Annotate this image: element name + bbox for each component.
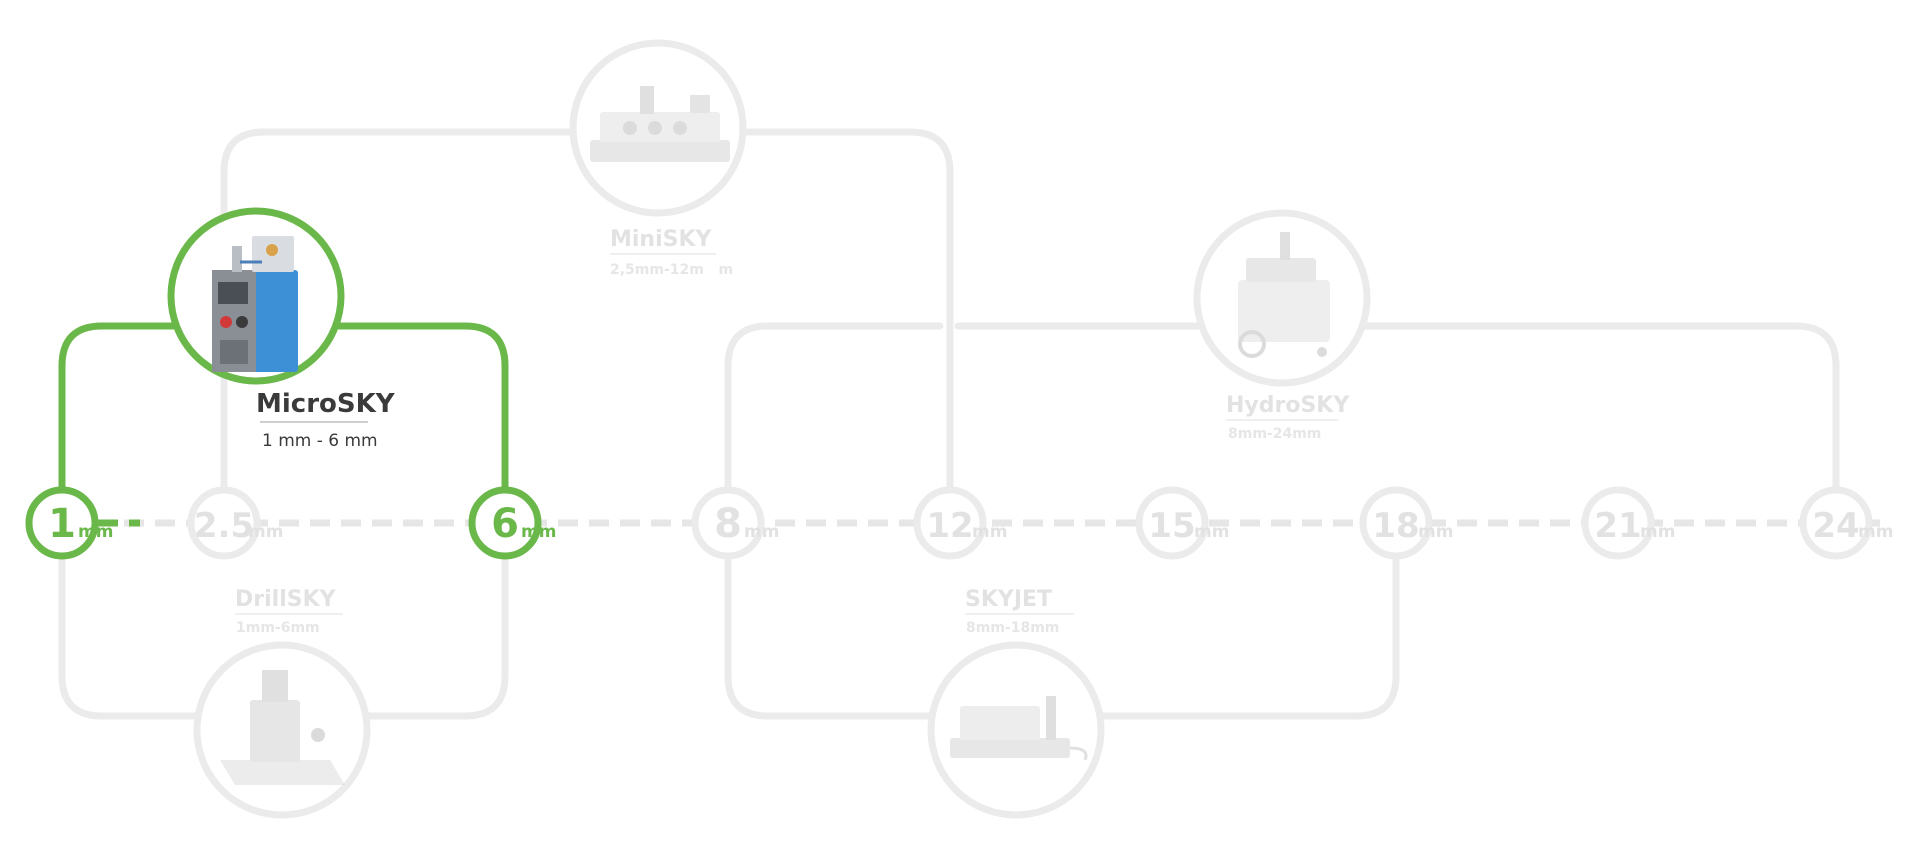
minisky-machine-icon (590, 86, 730, 162)
scale-node-unit: mm (1640, 522, 1675, 542)
product-name-skyjet: SKYJET (965, 587, 1052, 612)
product-name-microsky: MicroSKY (256, 389, 396, 419)
product-microsky[interactable] (167, 207, 345, 385)
scale-node-value: 21 (1594, 506, 1641, 546)
microsky-machine-icon (212, 236, 298, 372)
scale-node-unit: mm (521, 522, 556, 542)
scale-node-value: 2.5 (194, 506, 254, 546)
scale-node-ring (1359, 486, 1433, 560)
hydrosky-machine-icon (1238, 232, 1330, 358)
connector-hydrosky-left (724, 322, 944, 494)
scale-node-ring (691, 486, 765, 560)
scale-node-ring (468, 486, 542, 560)
scale-node-unit: mm (744, 522, 779, 542)
scale-node-value: 24 (1812, 506, 1859, 546)
product-range-skyjet: 8mm-18mm (966, 620, 1059, 636)
scale-node-value: 8 (714, 501, 742, 547)
scale-node-ring (1581, 486, 1655, 560)
scale-node-ring (913, 486, 987, 560)
scale-node-ring (187, 486, 261, 560)
skyjet-machine-icon (950, 696, 1088, 761)
scale-node-unit: mm (972, 522, 1007, 542)
scale-node-value: 6 (491, 501, 519, 547)
product-drillsky[interactable] (193, 641, 371, 819)
connector-lines-inactive (58, 128, 1840, 720)
scale-node-value: 1 (48, 501, 76, 547)
product-minisky[interactable] (569, 39, 747, 217)
scale-node-unit: mm (78, 522, 113, 542)
product-name-minisky: MiniSKY (610, 227, 713, 252)
scale-node-unit: mm (1418, 522, 1453, 542)
product-range-microsky: 1 mm - 6 mm (262, 431, 378, 451)
scale-node-24[interactable]: 24mm (1799, 486, 1893, 560)
connector-hydrosky-right (954, 322, 1840, 494)
scale-node-unit: mm (1858, 522, 1893, 542)
drillsky-machine-icon (220, 670, 345, 785)
scale-node-value: 12 (926, 506, 973, 546)
scale-node-2.5[interactable]: 2.5mm (187, 486, 283, 560)
scale-node-value: 18 (1372, 506, 1419, 546)
scale-node-ring (1135, 486, 1209, 560)
scale-node-unit: mm (248, 522, 283, 542)
product-skyjet[interactable] (927, 641, 1105, 819)
scale-node-18[interactable]: 18mm (1359, 486, 1453, 560)
product-range-minisky: 2,5mm-12m m (610, 262, 733, 278)
product-range-hydrosky: 8mm-24mm (1228, 426, 1321, 442)
product-name-drillsky: DrillSKY (235, 587, 337, 612)
product-range-drillsky: 1mm-6mm (236, 620, 320, 636)
scale-node-value: 15 (1148, 506, 1195, 546)
scale-node-unit: mm (1194, 522, 1229, 542)
scale-node-ring (1799, 486, 1873, 560)
scale-node-ring (25, 486, 99, 560)
product-hydrosky[interactable] (1193, 209, 1371, 387)
product-name-hydrosky: HydroSKY (1226, 393, 1350, 418)
